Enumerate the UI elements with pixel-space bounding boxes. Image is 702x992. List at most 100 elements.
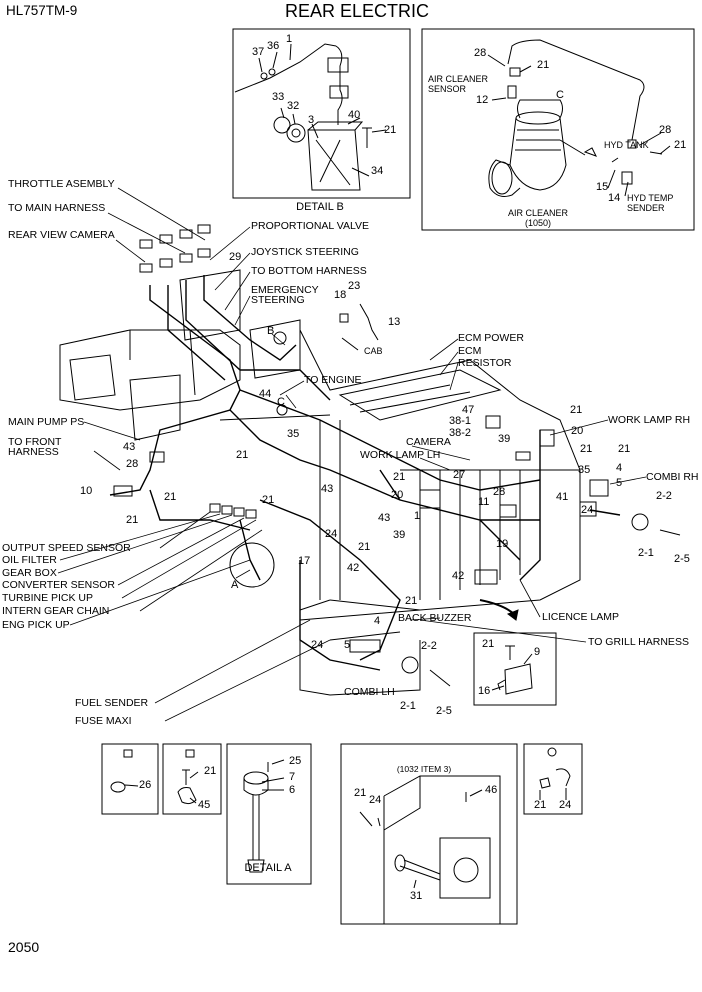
part-number: 34 [371, 165, 384, 177]
combi-rh-label: COMBI RH [646, 471, 699, 483]
air-cleaner-frame [421, 28, 695, 231]
part-number: 21 [534, 799, 547, 811]
part-number: 28 [474, 47, 487, 59]
part-number: 21 [537, 59, 550, 71]
part-number: 21 [384, 124, 397, 136]
part-number: 21 [236, 449, 249, 461]
small-frame-icon [185, 749, 195, 758]
part-number: 21 [580, 443, 593, 455]
part-number: 21 [358, 541, 371, 553]
turbine-pick-up-label: TURBINE PICK UP [2, 592, 94, 604]
view-b-label: B [267, 325, 275, 337]
detail-b-frame [232, 28, 411, 199]
detail-a-frame [226, 743, 312, 885]
part-number: 6 [289, 784, 296, 796]
part-number: 44 [259, 388, 272, 400]
part-number: 14 [608, 192, 621, 204]
part-number: 43 [378, 512, 391, 524]
part-number: 28 [493, 486, 506, 498]
part-number: 20 [571, 425, 584, 437]
eng-pick-up-label: ENG PICK UP [2, 619, 70, 631]
view-a-label: A [231, 579, 239, 591]
main-frame-outline [59, 269, 581, 696]
part-number: 12 [476, 94, 489, 106]
work-lamp-lh-label: WORK LAMP LH [360, 449, 441, 461]
item-1032-note: (1032 ITEM 3) [396, 764, 452, 774]
part-number: 24 [325, 528, 338, 540]
part-number: 21 [393, 471, 406, 483]
fuel-sender-label: FUEL SENDER [75, 697, 149, 709]
part-number: 15 [596, 181, 609, 193]
part-number: 43 [123, 441, 136, 453]
part-number: 7 [289, 771, 296, 783]
buzzer-frame [473, 632, 557, 706]
part-number: 21 [405, 595, 418, 607]
part-number: 21 [204, 765, 217, 777]
gear-box-label: GEAR BOX [2, 567, 57, 579]
hyd-tank-label: HYD TANK [604, 140, 649, 150]
small-26-frame [101, 743, 159, 815]
detail-a-caption: DETAIL A [244, 862, 292, 874]
to-main-harness-label: TO MAIN HARNESS [8, 202, 106, 214]
intern-gear-chain-label: INTERN GEAR CHAIN [2, 605, 110, 617]
work-lamp-rh-label: WORK LAMP RH [608, 414, 691, 426]
part-number: 39 [393, 529, 406, 541]
part-number: 38-2 [449, 427, 472, 439]
part-number: 33 [272, 91, 285, 103]
part-number: 23 [348, 280, 361, 292]
part-number: 46 [485, 784, 498, 796]
small-45-frame [162, 743, 222, 815]
joystick-steering-label: JOYSTICK STEERING [251, 246, 359, 258]
oil-filter-label: OIL FILTER [2, 554, 57, 566]
fuse-maxi-label: FUSE MAXI [75, 715, 132, 727]
part-number: 2-5 [674, 553, 690, 565]
detail-b-caption: DETAIL B [296, 201, 344, 213]
licence-lamp-label: LICENCE LAMP [542, 611, 620, 623]
part-number: 31 [410, 890, 423, 902]
connectors [113, 224, 681, 687]
main-pump-ps-label: MAIN PUMP PS [8, 416, 85, 428]
part-number: 21 [354, 787, 367, 799]
part-number: 24 [311, 639, 324, 651]
part-number: 13 [388, 316, 401, 328]
part-number: 45 [198, 799, 211, 811]
part-number: 28 [659, 124, 672, 136]
back-buzzer-label: BACK BUZZER [398, 612, 472, 624]
part-number: 19 [496, 538, 509, 550]
part-number: 47 [462, 404, 475, 416]
part-number: 36 [267, 40, 280, 52]
ecm-power-label: ECM POWER [458, 332, 524, 344]
part-number: 25 [289, 755, 302, 767]
part-number: 5 [344, 639, 351, 651]
part-number: 2-1 [400, 700, 416, 712]
part-number: 4 [616, 462, 623, 474]
part-number: 32 [287, 100, 300, 112]
part-number: 3 [308, 114, 315, 126]
part-number: 24 [581, 504, 594, 516]
small-2124-frame [523, 743, 583, 815]
harness-lines [109, 275, 621, 671]
part-number: 1 [286, 33, 293, 45]
to-engine-label: TO ENGINE [304, 374, 362, 386]
part-number: 17 [298, 555, 311, 567]
part-number: 21 [482, 638, 495, 650]
combi-lh-label: COMBI LH [344, 686, 395, 698]
part-number: 35 [578, 464, 591, 476]
part-number: 10 [80, 485, 93, 497]
small-frame-icon [547, 747, 557, 757]
item-1032-frame [340, 743, 518, 925]
part-number: 20 [391, 489, 404, 501]
part-number: 16 [478, 685, 491, 697]
part-number: 38-1 [449, 415, 472, 427]
part-number: 11 [478, 496, 490, 508]
part-number: 21 [674, 139, 687, 151]
output-speed-sensor-label: OUTPUT SPEED SENSOR [2, 542, 131, 554]
converter-sensor-label: CONVERTER SENSOR [2, 579, 115, 591]
part-number: 5 [616, 477, 623, 489]
part-number: 21 [262, 494, 275, 506]
model-number: HL757TM-9 [6, 3, 78, 18]
air-cleaner-label: AIR CLEANER(1050) [507, 208, 569, 228]
